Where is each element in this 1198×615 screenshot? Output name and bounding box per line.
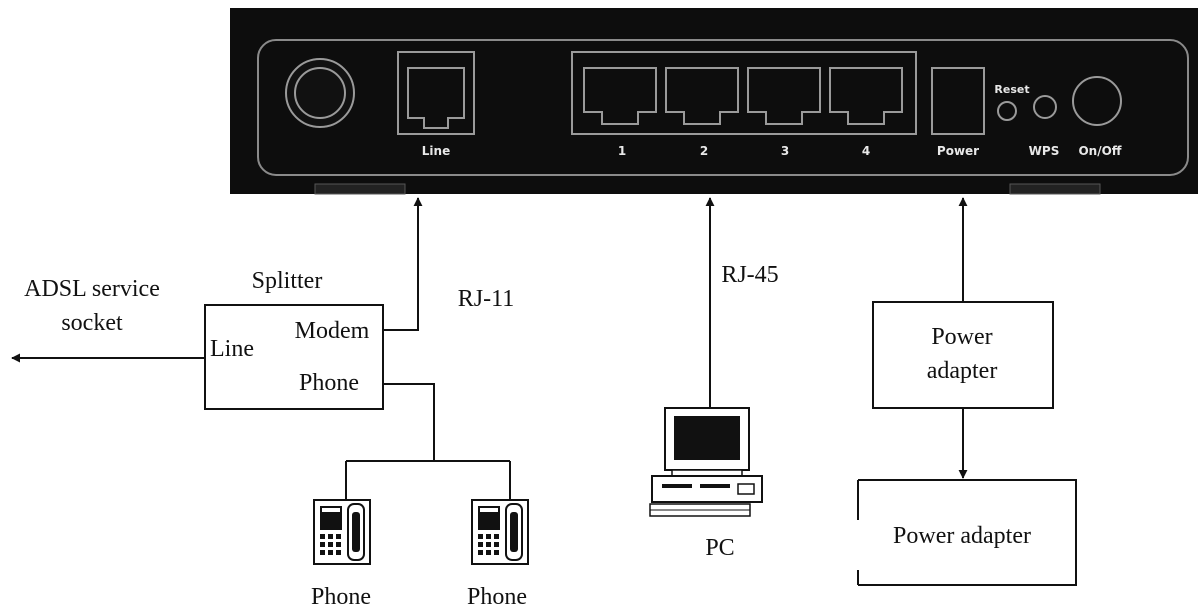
lan-port-2: 2: [665, 67, 739, 158]
phone-left: Phone: [311, 499, 371, 610]
power-switch: On/Off: [1072, 76, 1122, 158]
lan-port-2-label: 2: [700, 144, 708, 158]
wps-button: WPS: [1029, 95, 1060, 158]
pc-label: PC: [705, 535, 734, 561]
monitor-screen: [674, 416, 740, 460]
reset-button: Reset: [994, 83, 1030, 121]
lan-port-1: 1: [583, 67, 657, 158]
lan-port-3-label: 3: [781, 144, 789, 158]
router-body: [230, 8, 1198, 194]
antenna-connector: [285, 58, 355, 128]
splitter-label: Splitter: [252, 268, 323, 294]
rj45-label: RJ-45: [721, 262, 778, 288]
phone-right-label: Phone: [467, 584, 527, 610]
rj45-cable: RJ-45: [705, 197, 779, 408]
adsl-socket: ADSL service socket: [11, 276, 205, 363]
wps-label: WPS: [1029, 144, 1060, 158]
onoff-label: On/Off: [1078, 144, 1121, 158]
telephone-icon: [471, 499, 529, 565]
adsl-label-line1: ADSL service: [24, 276, 160, 302]
lan-ports: 1 2 3 4: [571, 51, 917, 158]
rj11-label: RJ-11: [458, 286, 514, 312]
splitter-box: [204, 304, 384, 410]
line-port: Line: [397, 51, 475, 158]
power-adapter-top-line1: Power: [931, 324, 992, 350]
splitter-modem-port: Modem: [295, 318, 370, 344]
power-adapter-bottom-label: Power adapter: [893, 523, 1031, 549]
phone-left-label: Phone: [311, 584, 371, 610]
lan-port-4-label: 4: [862, 144, 870, 158]
splitter-line-port: Line: [210, 336, 254, 362]
pc: PC: [649, 407, 763, 561]
splitter-phone-port: Phone: [299, 370, 359, 396]
router-panel-outline: [257, 39, 1189, 176]
phone-right: Phone: [467, 499, 529, 610]
telephone-icon: [313, 499, 371, 565]
computer-icon: [649, 407, 763, 517]
adsl-label-line2: socket: [61, 310, 123, 336]
power-jack: Power: [931, 67, 985, 158]
reset-label: Reset: [994, 83, 1029, 96]
power-chain: Power adapter Power adapter: [857, 197, 1077, 586]
power-adapter-top-line2: adapter: [927, 358, 998, 384]
lan-port-4: 4: [829, 67, 903, 158]
rj11-cable: RJ-11: [383, 197, 514, 331]
router-rear-panel: Line 1 2 3 4 Power: [230, 8, 1198, 195]
lan-port-1-label: 1: [618, 144, 626, 158]
lan-port-3: 3: [747, 67, 821, 158]
power-adapter-box-bottom: [858, 479, 1077, 586]
power-port-label: Power: [937, 144, 979, 158]
phone-wiring: [345, 383, 511, 500]
lan-port-group-outline: [571, 51, 917, 135]
splitter: Splitter Line Modem Phone: [204, 268, 384, 410]
power-adapter-box-top: [872, 301, 1054, 409]
line-port-label: Line: [422, 144, 450, 158]
computer-case: [651, 475, 763, 503]
